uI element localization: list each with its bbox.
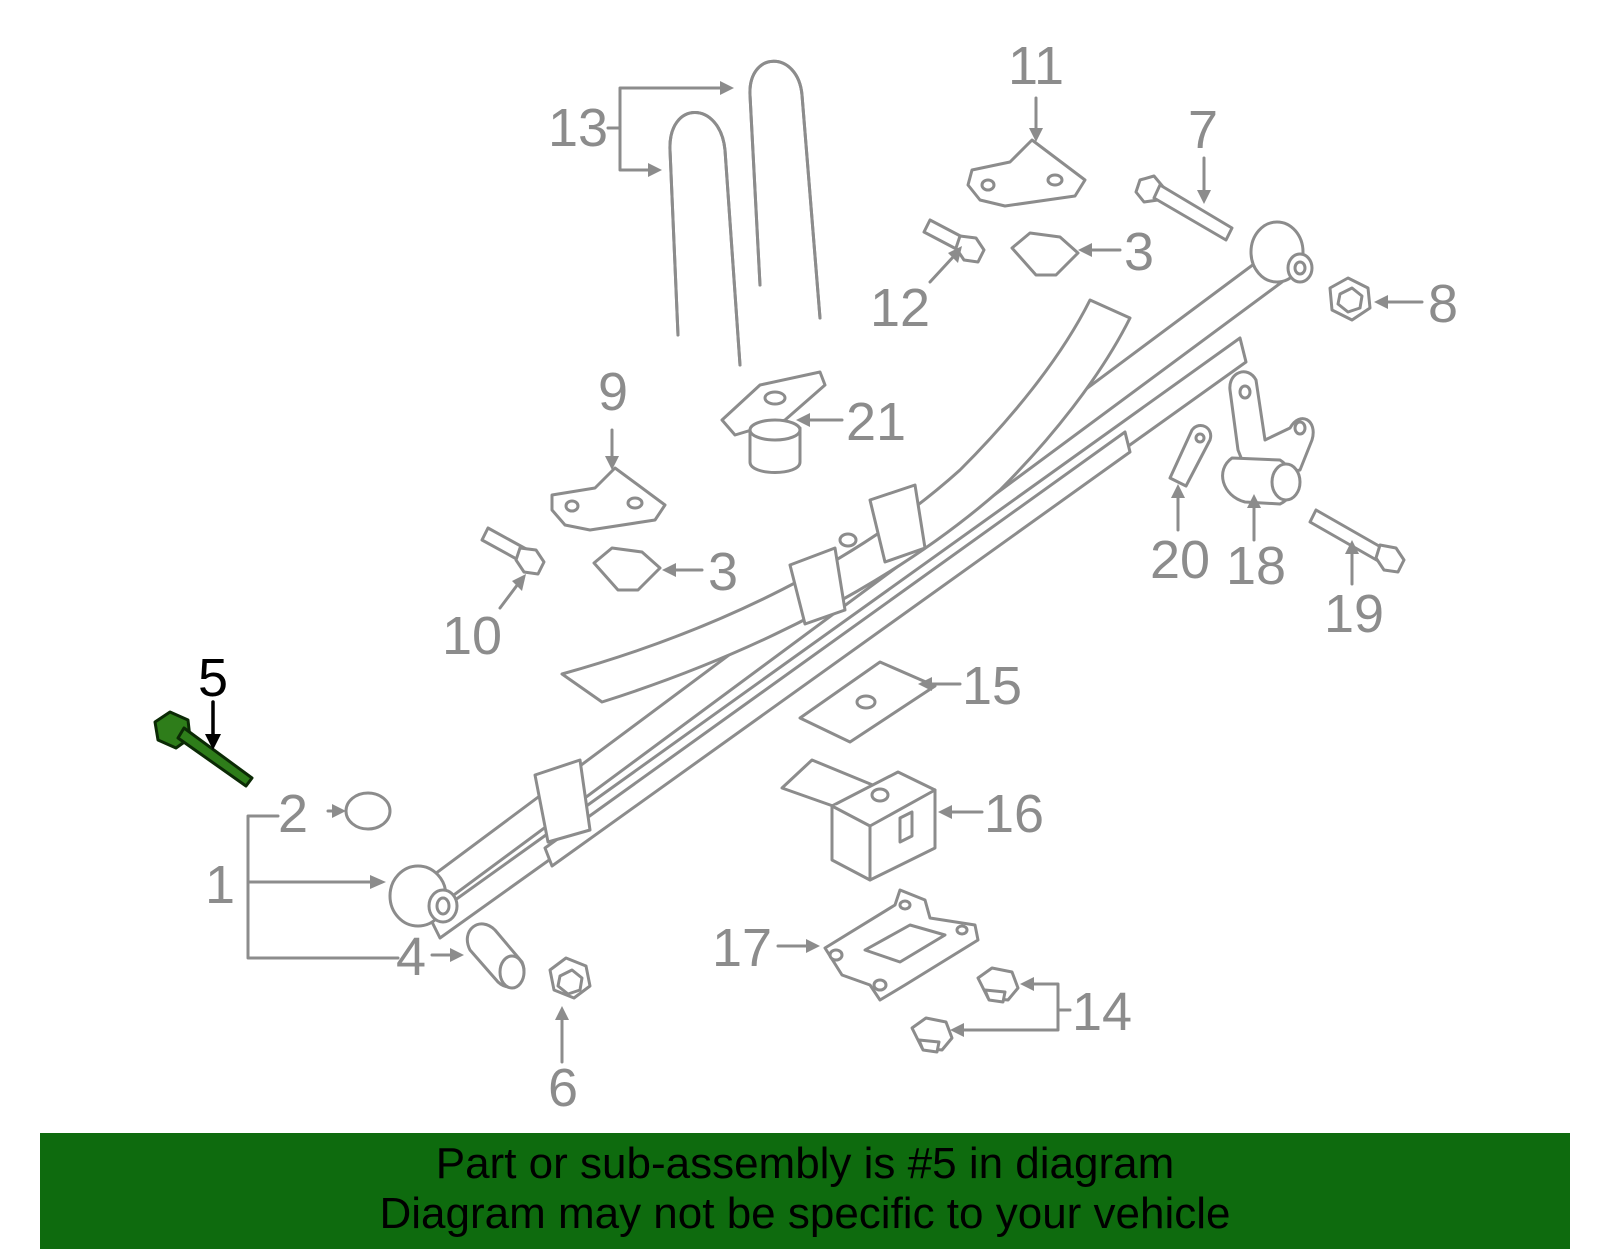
- callout-12: 12: [870, 278, 930, 338]
- callout-1: 1: [205, 855, 235, 915]
- callout-3-upper: 3: [1124, 222, 1154, 282]
- callout-19: 19: [1324, 584, 1384, 644]
- callout-3-lower: 3: [708, 542, 738, 602]
- callout-labels: 1 2 4 6 13 11 3 12 7 8 21 9 3 10 20 18 1…: [198, 36, 1458, 1118]
- nut-8: [1328, 276, 1372, 322]
- banner-line-disclaimer: Diagram may not be specific to your vehi…: [379, 1189, 1231, 1238]
- callout-15: 15: [962, 656, 1022, 716]
- shackle-18: [1221, 370, 1315, 506]
- pad-3-upper: [1010, 231, 1080, 277]
- bolt-5-highlighted[interactable]: [153, 710, 254, 788]
- bracket-11: [966, 138, 1087, 208]
- callout-7: 7: [1188, 100, 1218, 160]
- bump-stop-bracket-21: [720, 370, 827, 474]
- callout-2: 2: [278, 784, 308, 844]
- callout-4: 4: [396, 927, 426, 987]
- callout-5-highlighted: 5: [198, 648, 228, 708]
- callout-6: 6: [548, 1058, 578, 1118]
- callout-8: 8: [1428, 274, 1458, 334]
- info-banner: Part or sub-assembly is #5 in diagram Di…: [40, 1133, 1570, 1249]
- link-20: [1168, 424, 1213, 488]
- callout-16: 16: [984, 784, 1044, 844]
- callout-18: 18: [1226, 536, 1286, 596]
- bracket-9: [550, 466, 667, 532]
- leaf-spring-assembly: [388, 220, 1314, 940]
- callout-13: 13: [548, 98, 608, 158]
- callout-11: 11: [1008, 36, 1064, 96]
- callout-21: 21: [846, 392, 906, 452]
- leader-lines: [205, 81, 1424, 1064]
- callout-20: 20: [1150, 530, 1210, 590]
- spacer-block-16: [780, 758, 937, 882]
- bolt-12: [922, 218, 986, 264]
- nuts-14: [910, 966, 1020, 1054]
- bolt-7: [1134, 174, 1234, 242]
- cap-2: [344, 791, 392, 831]
- banner-line-part-number: Part or sub-assembly is #5 in diagram: [435, 1139, 1175, 1188]
- callout-9: 9: [598, 362, 628, 422]
- callout-14: 14: [1072, 982, 1132, 1042]
- callout-10: 10: [442, 606, 502, 666]
- pad-3-lower: [592, 546, 662, 592]
- spring-seat-17: [823, 888, 980, 1002]
- bolt-19: [1308, 508, 1406, 574]
- plate-15: [798, 660, 937, 744]
- callout-17: 17: [712, 918, 772, 978]
- bushing-4: [465, 922, 526, 990]
- bolt-10: [480, 526, 546, 576]
- nut-6: [548, 956, 592, 1000]
- u-bolts: [668, 59, 822, 367]
